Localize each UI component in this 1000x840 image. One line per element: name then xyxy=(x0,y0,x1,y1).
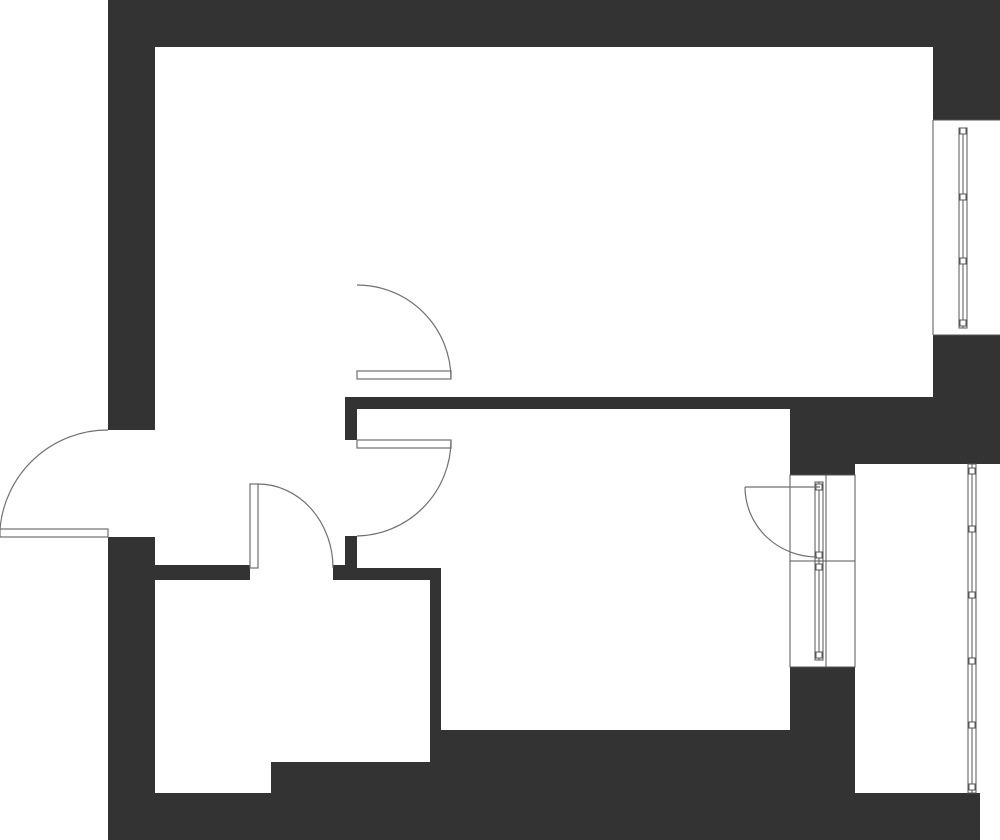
bathroom-door-opening xyxy=(250,565,333,580)
bedroom xyxy=(441,409,790,730)
balcony xyxy=(855,464,980,793)
hall-opening-top xyxy=(345,285,357,379)
bathroom-door[interactable] xyxy=(249,483,334,569)
bedroom-door[interactable] xyxy=(356,439,452,537)
hall-opening-bottom xyxy=(345,440,357,536)
balcony-window xyxy=(967,463,977,794)
bedroom-window xyxy=(789,474,856,668)
living-room-window xyxy=(932,119,1000,336)
balcony-door[interactable] xyxy=(744,486,820,558)
bathroom xyxy=(155,580,430,762)
entrance-opening xyxy=(108,430,155,537)
entrance-door[interactable] xyxy=(0,429,109,538)
walls xyxy=(108,0,1000,840)
living-room-door[interactable] xyxy=(356,284,452,380)
